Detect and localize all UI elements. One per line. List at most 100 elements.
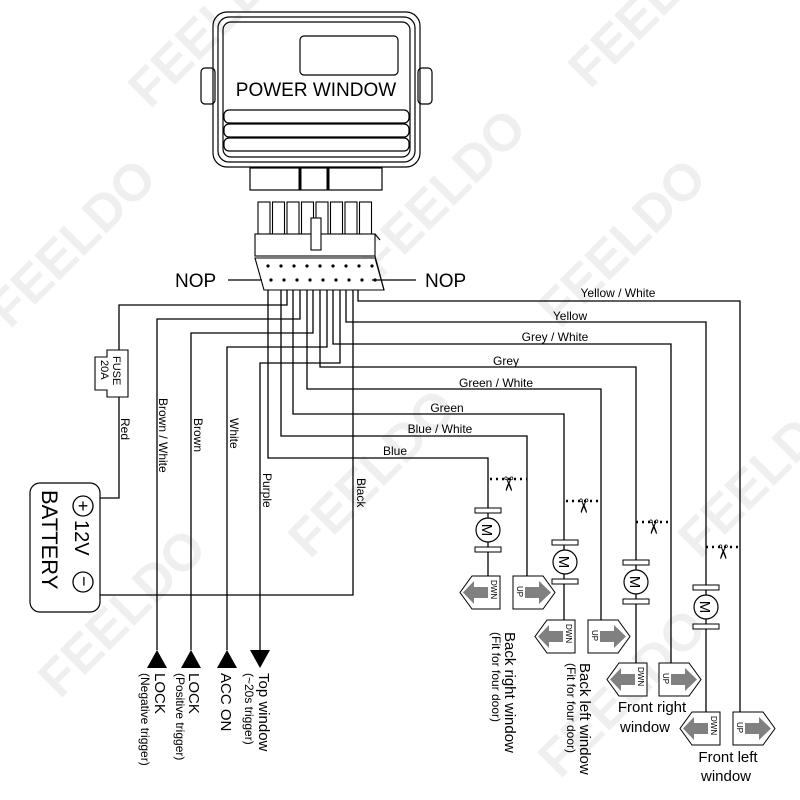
arrow-left-icon <box>683 717 708 740</box>
front-right-window-label: Front right <box>618 699 687 716</box>
wire-brown-white <box>156 290 301 650</box>
arrow-left-icon <box>538 625 563 648</box>
down-label: DWN <box>564 624 573 643</box>
back-right-window-note: (Fit for four door) <box>489 632 503 722</box>
fuse-label: FUSE <box>110 356 122 385</box>
connector-pin <box>271 201 286 237</box>
pin-dot <box>370 264 374 268</box>
motor-bracket <box>622 598 650 605</box>
arrow-right-icon <box>671 668 697 691</box>
fuse-rating: 20A <box>98 360 110 380</box>
wire-white <box>226 290 328 650</box>
wire-label-grey-white: Grey / White <box>522 330 589 344</box>
down-label: DWN <box>709 716 718 735</box>
up-label: UP <box>515 586 524 597</box>
wire-green-white <box>306 290 602 620</box>
connector-pin <box>344 201 358 237</box>
up-label: UP <box>661 673 670 684</box>
motor-bracket <box>474 507 502 514</box>
watermark-text: FEELDO <box>557 0 747 98</box>
motor-bracket <box>474 546 502 553</box>
wire-label-blue: Blue <box>383 444 407 458</box>
watermark-text: FEELDO <box>0 148 168 338</box>
connector-pins <box>266 264 377 282</box>
arrow-right-icon <box>745 717 771 740</box>
output-top-window: Top window <box>255 673 272 752</box>
wire-red <box>118 290 288 350</box>
pin-dot <box>344 264 348 268</box>
scissors-icon: ✂ <box>642 519 664 536</box>
pin-dot <box>269 278 273 282</box>
pin-dot <box>308 278 312 282</box>
wire-connector <box>254 201 385 291</box>
output-lock-positive-note: (Positive trigger) <box>173 673 187 760</box>
wire-blue-white <box>280 290 528 576</box>
back-right-window-label: Back right window <box>501 632 518 753</box>
front-right-window-label-2: window <box>619 719 670 736</box>
wire-blue <box>267 290 489 576</box>
minus-terminal-icon <box>72 571 94 593</box>
wire-label-grey: Grey <box>493 354 519 368</box>
arrow-right-icon <box>525 581 551 604</box>
motor-bracket <box>622 559 650 566</box>
wire-label-white: White <box>227 418 241 449</box>
pin-dot <box>331 264 335 268</box>
wire-label-purple: Purple <box>260 473 274 508</box>
back-left-window-label: Back left window <box>576 663 593 775</box>
front-left-window-label: Front left <box>698 749 758 766</box>
pin-dot <box>295 278 299 282</box>
power-window-module <box>200 11 433 191</box>
wire-red-to-battery <box>100 397 120 499</box>
wire-label-red: Red <box>118 418 132 440</box>
scissors-icon: ✂ <box>572 498 594 515</box>
wire-yellow-white <box>357 290 741 712</box>
back-left-window-note: (Fit for four door) <box>564 663 578 753</box>
motor-icon <box>693 594 719 620</box>
output-lock-negative: LOCK <box>151 673 168 714</box>
window-assembly: ✂ M DWN UP <box>534 498 631 654</box>
down-label: DWN <box>636 667 645 686</box>
pin-dot <box>292 264 296 268</box>
front-left-window-label-2: window <box>700 768 751 785</box>
minus-sign: − <box>74 576 94 587</box>
module-title: POWER WINDOW <box>236 80 396 101</box>
battery-voltage: 12V <box>70 520 92 556</box>
pin-dot <box>305 264 309 268</box>
wire-green <box>292 290 565 620</box>
left-wires <box>100 290 354 650</box>
arrow-right-icon <box>600 625 626 648</box>
wire-label-blue-white: Blue / White <box>408 422 473 436</box>
wire-label-green-white: Green / White <box>459 376 533 390</box>
pin-dot <box>357 264 361 268</box>
arrow-left-icon <box>610 668 635 691</box>
wire-label-green: Green <box>430 401 463 415</box>
nop-left-label: NOP <box>175 271 216 292</box>
up-label: UP <box>590 630 599 641</box>
pin-dot <box>360 278 364 282</box>
output-acc-on: ACC ON <box>217 673 234 731</box>
pin-dot <box>318 264 322 268</box>
connector-pin <box>286 201 300 237</box>
right-wires <box>267 290 741 712</box>
wire-label-yellow-white: Yellow / White <box>581 286 656 300</box>
pin-dot <box>347 278 351 282</box>
connector-pin <box>358 201 373 237</box>
pin-dot <box>334 278 338 282</box>
scissors-icon: ✂ <box>711 544 733 561</box>
motor-label: M <box>555 556 572 569</box>
wire-yellow <box>345 290 707 712</box>
module-display-window <box>299 35 399 76</box>
pin-dot <box>279 264 283 268</box>
arrow-up-icon <box>181 650 201 668</box>
wire-black <box>100 290 354 596</box>
wire-label-brown-white: Brown / White <box>156 398 170 473</box>
output-top-window-note: (~20s trigger) <box>242 673 256 745</box>
motor-bracket <box>551 578 579 585</box>
arrow-up-icon <box>147 650 167 668</box>
fuse-20a: FUSE 20A <box>94 349 129 398</box>
scissors-icon: ✂ <box>497 476 519 493</box>
